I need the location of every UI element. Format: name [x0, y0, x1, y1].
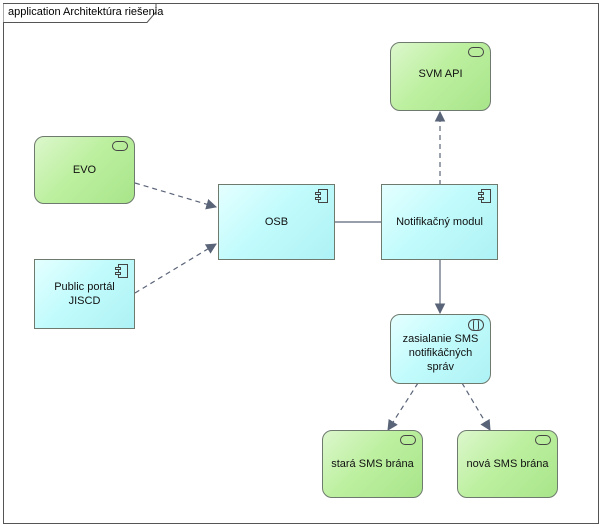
- edge-evo-to-osb: [134, 182, 218, 210]
- node-evo[interactable]: EVO: [34, 136, 135, 204]
- diagram-title-tab: [3, 3, 157, 23]
- node-icon: [468, 47, 484, 57]
- application-component-icon: [115, 264, 128, 278]
- edge-portal-to-osb: [134, 243, 217, 294]
- node-public-portal[interactable]: Public portál JISCD: [34, 259, 135, 329]
- node-icon: [112, 141, 128, 151]
- edge-zasielanie-to-nova: [461, 382, 491, 431]
- node-osb[interactable]: OSB: [218, 184, 335, 260]
- node-zasielanie-sms-label: zasialanie SMS notifikáčných správ: [402, 333, 479, 373]
- node-stara-sms-brana[interactable]: stará SMS brána: [322, 430, 423, 498]
- node-zasielanie-sms[interactable]: zasialanie SMS notifikáčných správ: [390, 314, 491, 384]
- node-notifikacny-modul-label: Notifikačný modul: [396, 216, 483, 228]
- diagram-title: application Architektúra riešenia: [8, 6, 164, 18]
- node-evo-label: EVO: [72, 164, 97, 176]
- node-nova-sms-brana-label: nová SMS brána: [466, 458, 549, 470]
- node-public-portal-label: Public portál JISCD: [54, 281, 115, 307]
- node-svm-api[interactable]: SVM API: [390, 42, 491, 111]
- node-nova-sms-brana[interactable]: nová SMS brána: [457, 430, 558, 498]
- application-component-icon: [478, 189, 491, 203]
- application-service-icon: [468, 319, 484, 331]
- node-icon: [400, 435, 416, 445]
- node-svm-api-label: SVM API: [418, 68, 463, 80]
- application-component-icon: [315, 189, 328, 203]
- node-osb-label: OSB: [264, 216, 289, 228]
- node-icon: [535, 435, 551, 445]
- edge-zasielanie-to-stara: [387, 382, 419, 431]
- node-stara-sms-brana-label: stará SMS brána: [331, 458, 414, 470]
- node-notifikacny-modul[interactable]: Notifikačný modul: [381, 184, 498, 260]
